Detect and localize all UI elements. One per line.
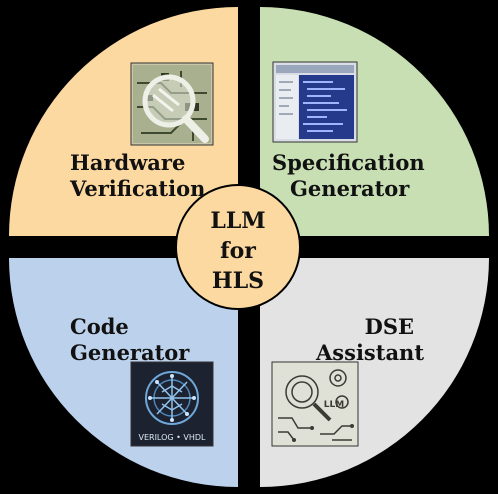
center-label: LLM for HLS: [178, 206, 298, 296]
label-dse-line1: DSE: [364, 314, 414, 339]
label-specification-line1: Specification: [272, 150, 425, 175]
label-dse-assistant: DSE Assistant: [316, 314, 425, 366]
verilog-vhdl-label: VERILOG • VHDL: [138, 433, 206, 442]
llm-gear-magnifier-icon: [271, 361, 359, 447]
label-code-generator: Code Generator: [70, 314, 189, 366]
center-line2: for: [220, 238, 256, 264]
llm-icon-label: LLM: [324, 400, 344, 410]
code-editor-icon: [272, 61, 358, 143]
center-circle: [175, 184, 301, 310]
label-specification-line2: Generator: [290, 176, 410, 201]
magnifier-circuit-icon: [130, 62, 214, 146]
label-hardware-line2: Verification: [70, 176, 206, 201]
label-hardware-line1: Hardware: [70, 150, 186, 175]
label-hardware-verification: Hardware Verification: [70, 150, 205, 202]
circuit-brain-icon: [130, 361, 214, 447]
center-line1: LLM: [210, 208, 266, 234]
label-dse-line2: Assistant: [316, 340, 425, 365]
label-code-line1: Code: [70, 314, 129, 339]
center-line3: HLS: [211, 268, 265, 294]
label-specification-generator: Specification Generator: [272, 150, 425, 202]
label-code-line2: Generator: [70, 340, 190, 365]
